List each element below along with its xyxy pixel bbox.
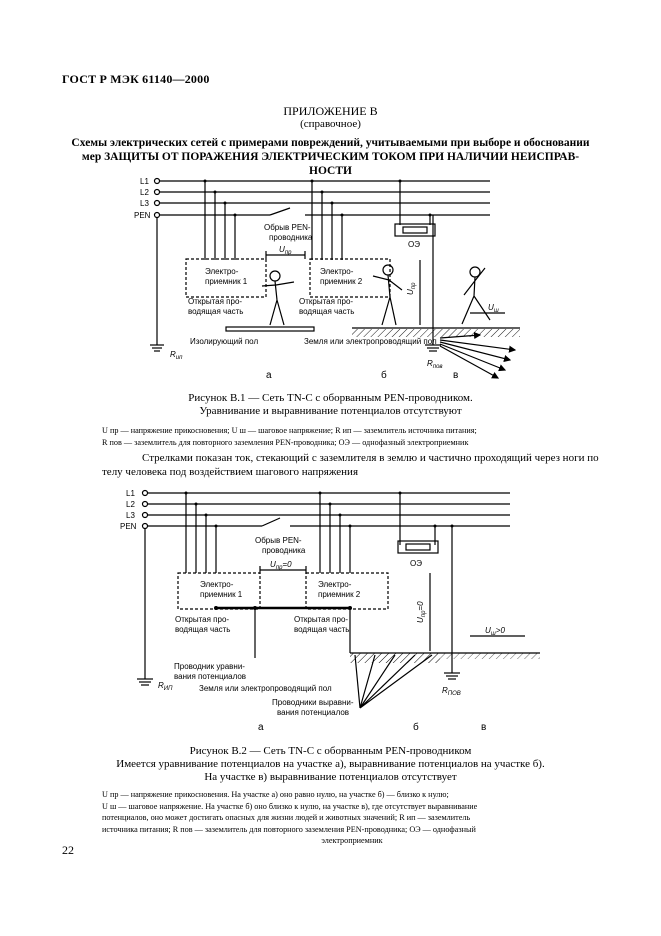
fig2-upr-vertical: Uпр=0 [416, 601, 427, 623]
fig1-upr: Uпр [279, 245, 292, 256]
legend-2-line-3: потенциалов, оно может достигать опасных… [102, 813, 471, 822]
figure-2-legend: U пр — напряжение прикосновения. На учас… [102, 789, 602, 847]
legend-1-line-2: R пов — заземлитель для повторного зазем… [102, 437, 469, 447]
paragraph-line-2: через ноги по телу человека под воздейст… [102, 452, 599, 478]
legend-2-line-5: электроприемник [321, 836, 383, 845]
fig1-break-label-2: проводника [269, 233, 313, 242]
fig2-label-pen: PEN [120, 522, 137, 531]
fig2-leveling-2: вания потенциалов [277, 708, 349, 717]
figure-1-caption-line-1: Рисунок В.1 — Сеть TN-C с оборванным PEN… [188, 392, 473, 404]
fig2-receiver2-1: Электро- [318, 580, 352, 589]
fig2-ush: Uш>0 [485, 626, 505, 637]
fig1-label-l1: L1 [140, 177, 149, 186]
explanatory-paragraph: Стрелками показан ток, стекающий с зазем… [102, 451, 600, 479]
fig2-receiver1-2: приемник 1 [200, 590, 243, 599]
legend-2-line-1: U пр — напряжение прикосновения. На учас… [102, 790, 449, 799]
section-title-line-1: Схемы электрических сетей с примерами по… [71, 137, 590, 149]
paragraph-line-1: Стрелками показан ток, стекающий с зазем… [142, 452, 532, 464]
fig2-equalizing-2: вания потенциалов [174, 672, 246, 681]
appendix-title: ПРИЛОЖЕНИЕ В [283, 104, 378, 118]
fig2-open-part2-2: водящая часть [294, 625, 349, 634]
fig2-upr: Uпр=0 [270, 560, 292, 571]
figure-2-caption-line-1: Рисунок В.2 — Сеть TN-C с оборванным PEN… [189, 745, 472, 757]
figure-1-diagram: L1 L2 L3 PEN Обрыв PEN- проводника Uпр Э… [134, 177, 520, 381]
fig2-equalizing-1: Проводник уравни- [174, 662, 245, 671]
fig2-receiver1-1: Электро- [200, 580, 234, 589]
page-number: 22 [62, 843, 74, 857]
fig2-label-l2: L2 [126, 500, 135, 509]
figure-2-diagram: L1 L2 L3 PEN Обрыв PEN- проводника Uпр=0… [120, 489, 540, 733]
fig2-break-label-2: проводника [262, 546, 306, 555]
fig1-upr-vertical: Uпр [406, 282, 417, 295]
fig1-open-part1-1: Открытая про- [188, 297, 242, 306]
fig2-open-part1-2: водящая часть [175, 625, 230, 634]
fig1-receiver1-2: приемник 1 [205, 277, 248, 286]
fig2-ground-floor: Земля или электропроводящий пол [199, 684, 332, 693]
fig2-receiver2-2: приемник 2 [318, 590, 361, 599]
figure-2-caption: Рисунок В.2 — Сеть TN-C с оборванным PEN… [40, 745, 621, 784]
fig1-open-part2-1: Открытая про- [299, 297, 353, 306]
fig1-receiver2-2: приемник 2 [320, 277, 363, 286]
figure-1-caption: Рисунок В.1 — Сеть TN-C с оборванным PEN… [40, 392, 621, 418]
fig1-receiver2-1: Электро- [320, 267, 354, 276]
fig2-break-label-1: Обрыв PEN- [255, 536, 302, 545]
fig2-leveling-1: Проводники выравни- [272, 698, 354, 707]
fig1-section-b: б [381, 369, 387, 381]
fig1-receiver1-1: Электро- [205, 267, 239, 276]
fig1-break-label-1: Обрыв PEN- [264, 223, 311, 232]
figure-2-caption-line-2: Имеется уравнивание потенциалов на участ… [116, 758, 545, 770]
fig2-section-c: в [481, 722, 486, 733]
fig2-oe-label: ОЭ [410, 559, 422, 568]
fig2-label-l3: L3 [126, 511, 135, 520]
fig1-insulating-floor: Изолирующий пол [190, 337, 258, 346]
section-title-line-3: НОСТИ [309, 165, 352, 177]
legend-2-line-2: U ш — шаговое напряжение. На участке б) … [102, 801, 478, 811]
legend-2-line-4: источника питания; R пов — заземлитель д… [102, 824, 476, 834]
fig1-open-part1-2: водящая часть [188, 307, 243, 316]
fig1-rip: Rип [170, 350, 183, 361]
fig1-label-l2: L2 [140, 188, 149, 197]
fig2-open-part1-1: Открытая про- [175, 615, 229, 624]
fig2-rpov: RПОВ [442, 686, 461, 697]
fig1-rpov: Rпов [427, 359, 443, 370]
fig1-label-l3: L3 [140, 199, 149, 208]
fig1-section-c: в [453, 370, 458, 381]
fig2-section-a: а [258, 722, 264, 733]
fig1-ush: Uш [488, 303, 499, 314]
figure-2-caption-line-3: На участке в) выравнивание потенциалов о… [204, 771, 457, 783]
fig2-rip: RИП [158, 681, 173, 692]
appendix-type: (справочное) [300, 118, 361, 130]
fig1-ground-floor: Земля или электропроводящий пол [304, 337, 437, 346]
fig1-section-a: а [266, 370, 272, 381]
fig1-open-part2-2: водящая часть [299, 307, 354, 316]
section-title: Схемы электрических сетей с примерами по… [40, 136, 621, 178]
figure-1-caption-line-2: Уравнивание и выравнивание потенциалов о… [199, 405, 462, 417]
document-code: ГОСТ Р МЭК 61140—2000 [62, 72, 210, 86]
fig2-section-b: б [413, 721, 419, 733]
fig2-open-part2-1: Открытая про- [294, 615, 348, 624]
legend-1-line-1: U пр — напряжение прикосновения; U ш — ш… [102, 426, 477, 435]
section-title-line-2: мер ЗАЩИТЫ ОТ ПОРАЖЕНИЯ ЭЛЕКТРИЧЕСКИМ ТО… [81, 151, 580, 163]
fig1-oe-label: ОЭ [408, 240, 420, 249]
fig2-label-l1: L1 [126, 489, 135, 498]
fig1-label-pen: PEN [134, 211, 151, 220]
figure-1-legend: U пр — напряжение прикосновения; U ш — ш… [102, 425, 602, 448]
